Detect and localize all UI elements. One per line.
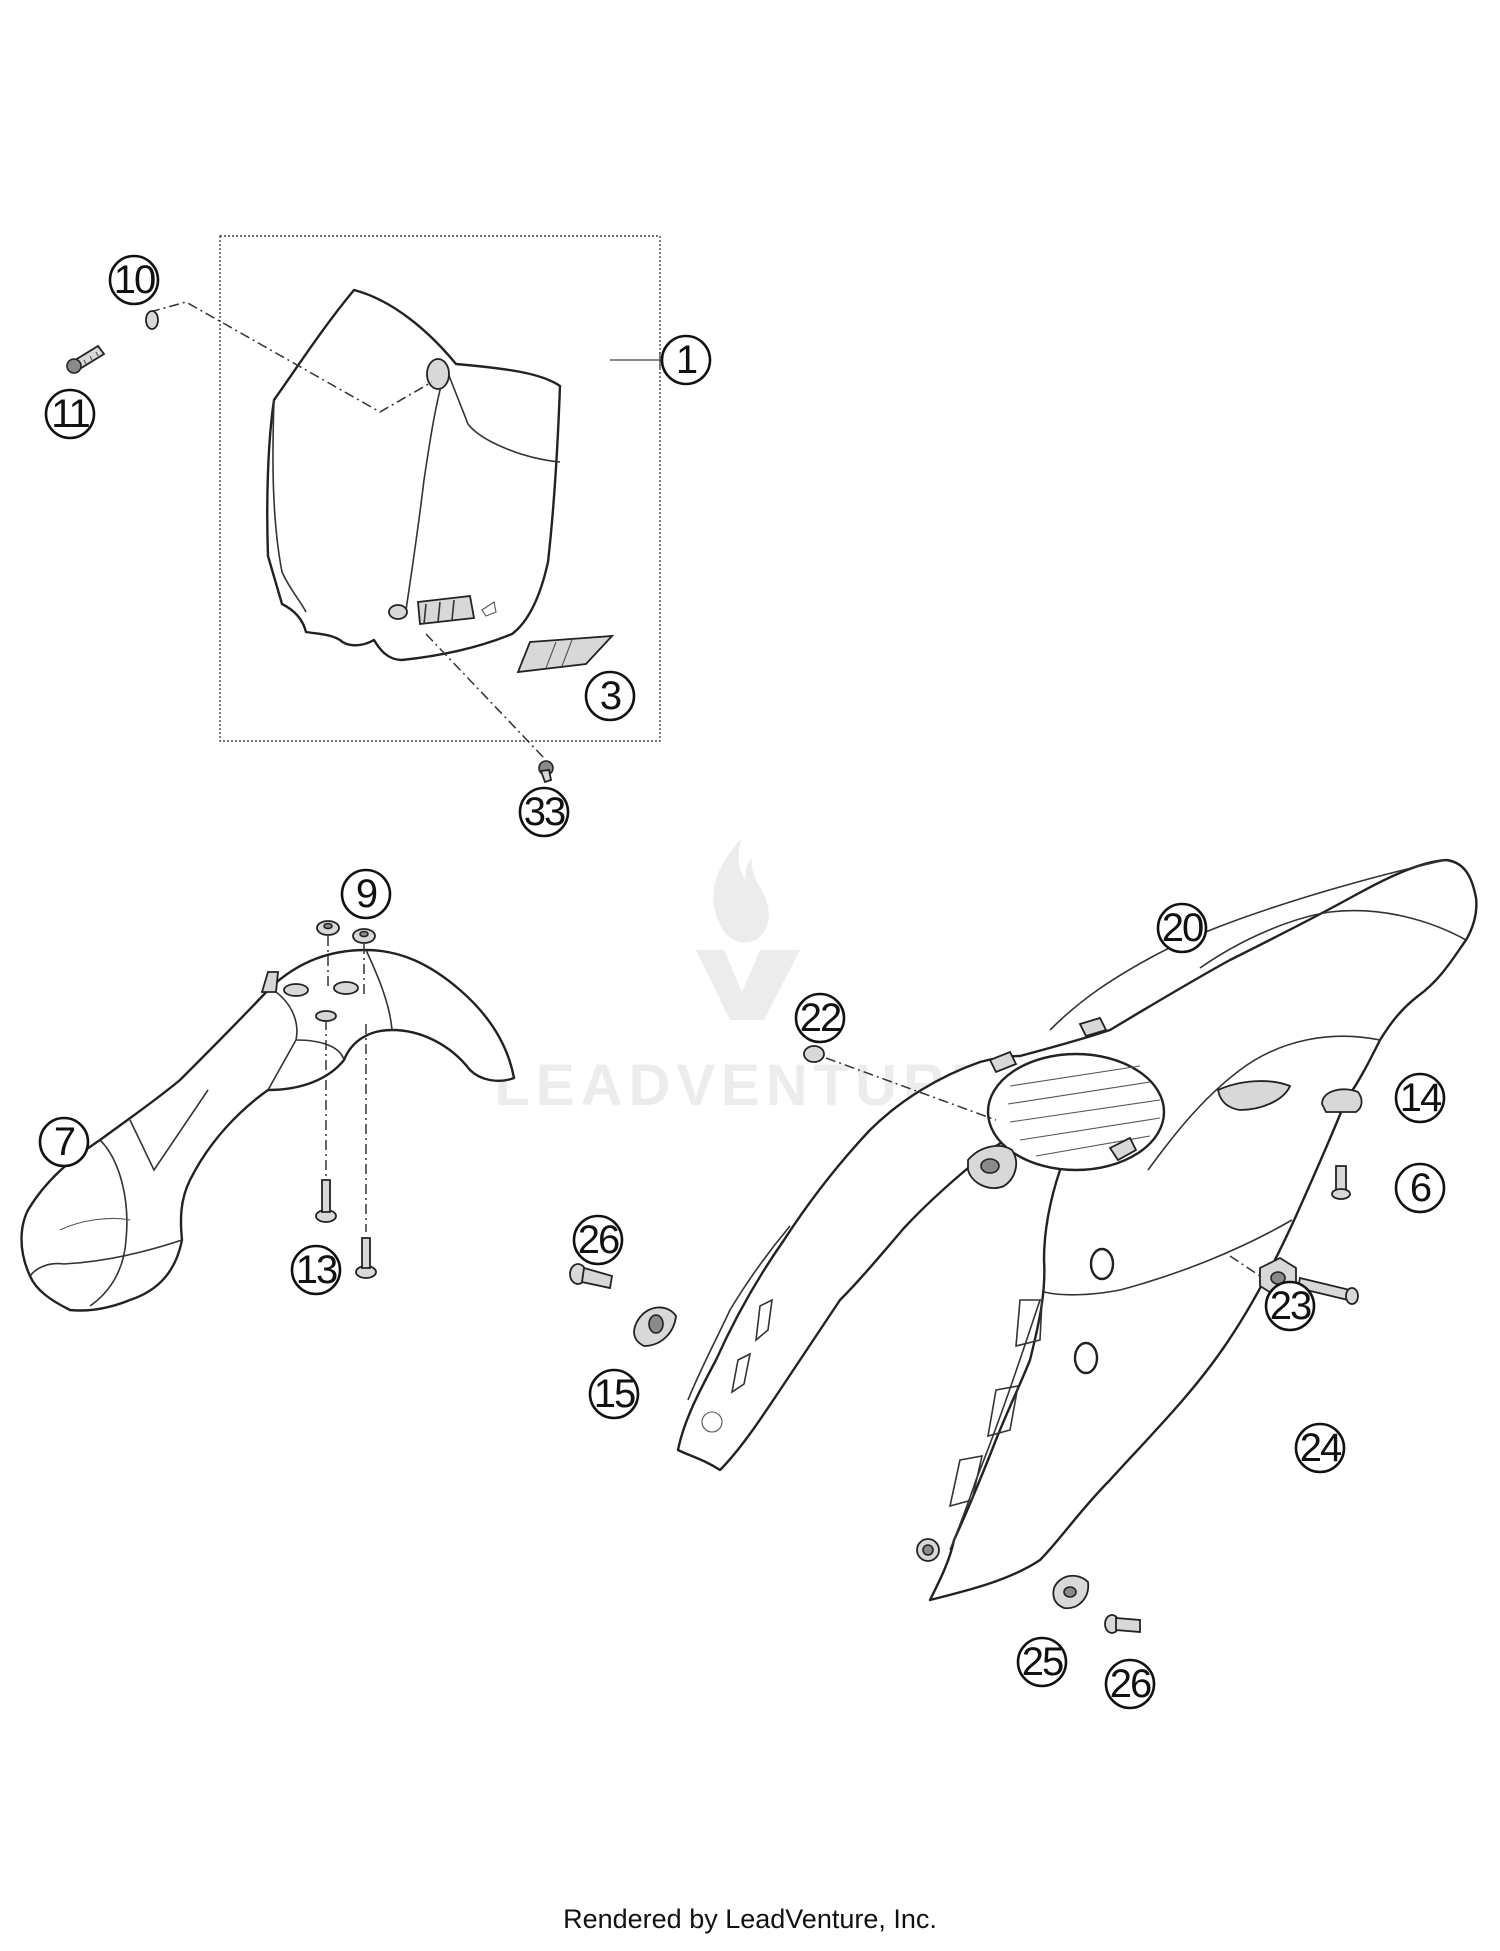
watermark-flame-icon — [713, 838, 769, 943]
callout-6: 6 — [1394, 1162, 1446, 1214]
fender-screws-13 — [315, 1020, 377, 1279]
callout-9: 9 — [340, 868, 392, 920]
callout-14-label: 14 — [1400, 1076, 1442, 1120]
callout-24-label: 24 — [1300, 1426, 1342, 1470]
callout-25-label: 25 — [1022, 1640, 1063, 1684]
callout-1-label: 1 — [676, 338, 697, 382]
callout-26-left: 26 — [572, 1214, 624, 1266]
number-plate-decal — [516, 634, 615, 674]
callout-33-label: 33 — [524, 790, 565, 834]
callout-11: 11 — [44, 388, 96, 440]
screw-26-grommet-15 — [569, 1263, 677, 1347]
callout-7: 7 — [38, 1116, 90, 1168]
screw-11-washer-10 — [66, 301, 433, 413]
callout-20-label: 20 — [1162, 906, 1203, 950]
callout-22-label: 22 — [800, 996, 841, 1040]
callout-24: 24 — [1294, 1422, 1346, 1474]
footer-credit: Rendered by LeadVenture, Inc. — [563, 1904, 937, 1934]
callout-11-label: 11 — [51, 392, 89, 436]
callout-3-label: 3 — [600, 674, 621, 718]
callout-26-bottom-label: 26 — [1110, 1662, 1151, 1706]
callout-33: 33 — [518, 786, 570, 838]
callout-6-label: 6 — [1410, 1166, 1431, 1210]
callout-3: 3 — [584, 670, 636, 722]
callout-7-label: 7 — [54, 1120, 75, 1164]
callout-23-label: 23 — [1270, 1284, 1311, 1328]
callout-9-label: 9 — [356, 872, 377, 916]
number-plate — [266, 288, 562, 662]
callout-20: 20 — [1156, 902, 1208, 954]
grommet-14-screw-6 — [1321, 1088, 1363, 1200]
callout-14: 14 — [1394, 1072, 1446, 1124]
kit-boundary-box — [219, 235, 661, 742]
callout-15-label: 15 — [594, 1372, 635, 1416]
callout-22: 22 — [794, 992, 846, 1044]
screw-33 — [425, 633, 554, 784]
fender-nuts-9 — [316, 920, 376, 994]
callout-26-left-label: 26 — [578, 1218, 619, 1262]
watermark-v-icon — [696, 950, 800, 1020]
nut-22 — [803, 1045, 997, 1121]
front-fender — [20, 948, 516, 1312]
callout-26-bottom: 26 — [1104, 1658, 1156, 1710]
rear-fender — [676, 858, 1478, 1602]
watermark: LEADVENTURE — [494, 838, 990, 1118]
callout-25: 25 — [1016, 1636, 1068, 1688]
callout-15: 15 — [588, 1368, 640, 1420]
callout-10: 10 — [108, 254, 160, 306]
callout-10-label: 10 — [114, 258, 155, 302]
callout-13-label: 13 — [296, 1248, 337, 1292]
callout-1: 1 — [660, 334, 712, 386]
callout-23: 23 — [1264, 1280, 1316, 1332]
callout-13: 13 — [290, 1244, 342, 1296]
nut-25-screw-26 — [1052, 1574, 1141, 1634]
